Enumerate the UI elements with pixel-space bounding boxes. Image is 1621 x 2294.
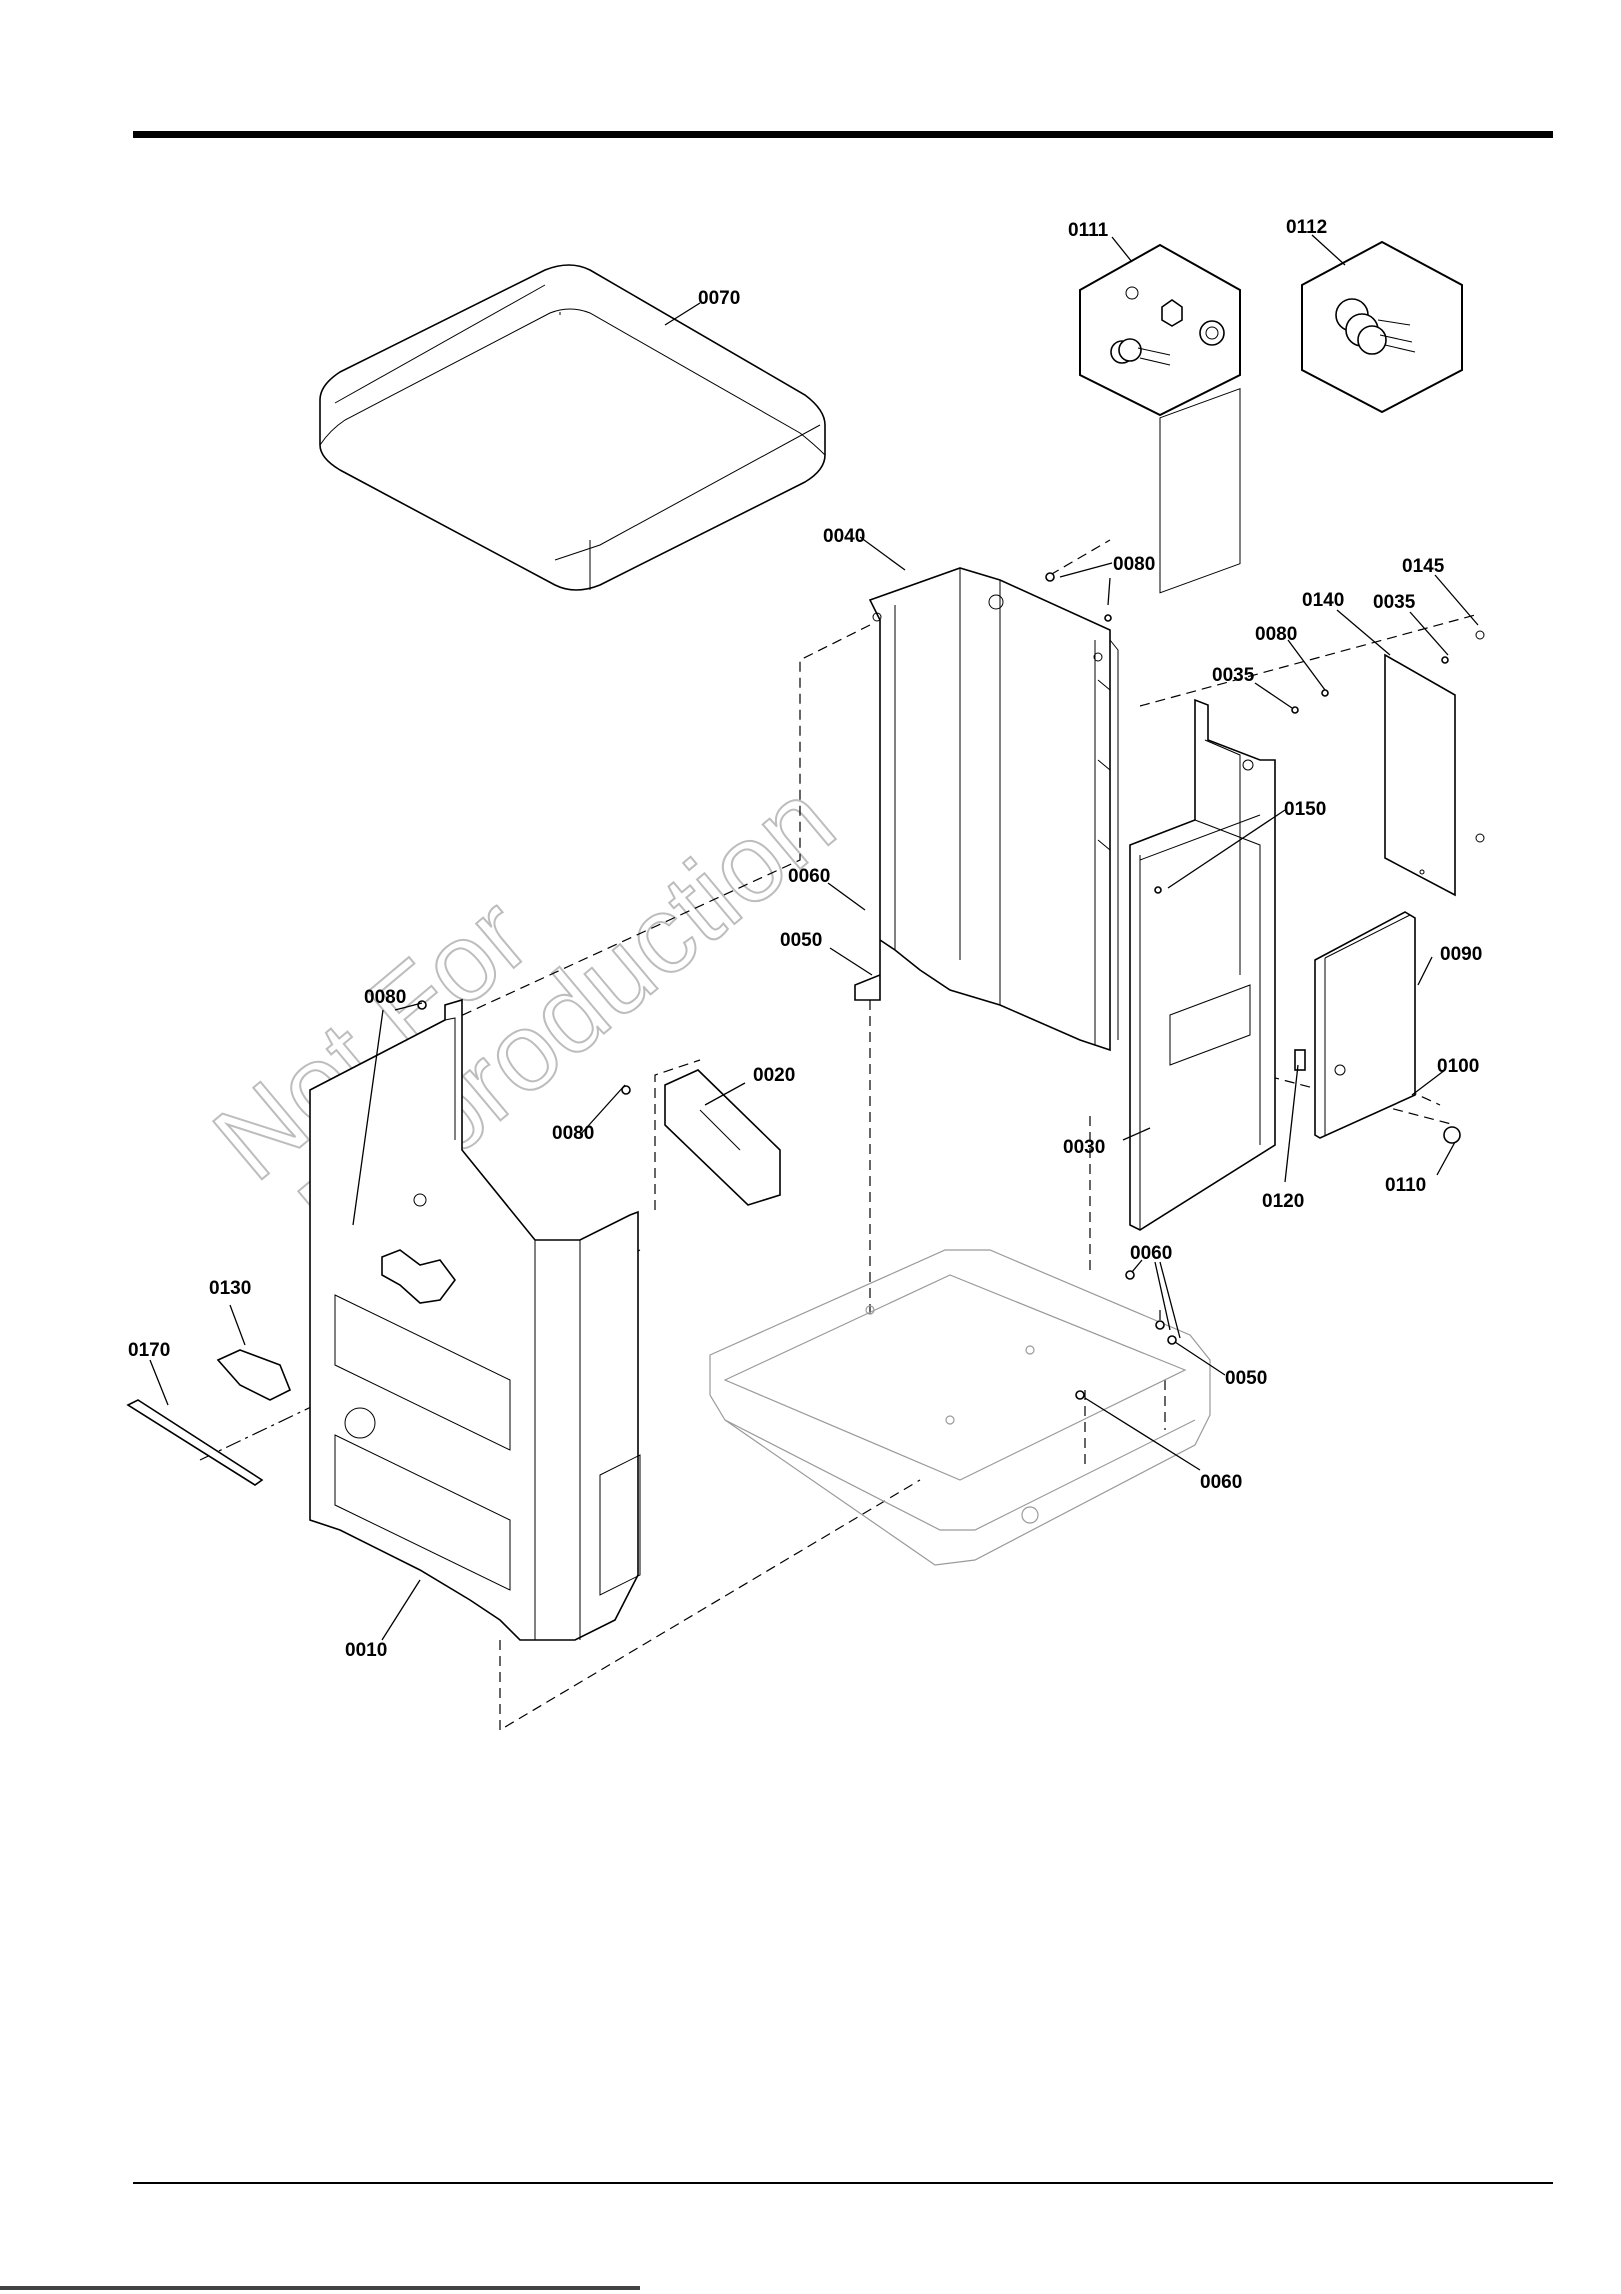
- label-0080-left: 0080: [364, 987, 406, 1008]
- label-0040: 0040: [823, 526, 865, 547]
- label-0145: 0145: [1402, 556, 1445, 577]
- part-trim-strip: [128, 1400, 262, 1485]
- label-0050-base: 0050: [1225, 1368, 1267, 1389]
- label-0050-upper: 0050: [780, 930, 822, 951]
- label-0020: 0020: [753, 1065, 795, 1086]
- label-0060-base-top: 0060: [1130, 1243, 1172, 1264]
- part-side-cover-plate: [1385, 631, 1484, 895]
- label-0010: 0010: [345, 1640, 387, 1661]
- part-access-door: [1295, 912, 1460, 1143]
- part-key-set-hexagon: [1302, 242, 1462, 412]
- part-handle-insert: [218, 1350, 290, 1400]
- label-0120: 0120: [1262, 1191, 1304, 1212]
- label-0150: 0150: [1284, 799, 1326, 820]
- part-front-frame: [1130, 389, 1275, 1230]
- label-0080-top: 0080: [1113, 554, 1155, 575]
- part-lock-kit-hexagon: [1080, 245, 1240, 415]
- label-0060-base-bottom: 0060: [1200, 1472, 1242, 1493]
- part-inner-baffle-plate: [665, 1070, 780, 1205]
- label-0080-mid: 0080: [1255, 624, 1297, 645]
- label-0035-right: 0035: [1373, 592, 1416, 613]
- label-0111: 0111: [1068, 220, 1109, 241]
- label-0060-upper: 0060: [788, 866, 830, 887]
- label-0090: 0090: [1440, 944, 1482, 965]
- label-0112: 0112: [1286, 217, 1327, 238]
- part-lid: [320, 265, 825, 590]
- part-rear-panel: [855, 568, 1118, 1050]
- label-0035-left: 0035: [1212, 665, 1255, 686]
- label-0130: 0130: [209, 1278, 251, 1299]
- label-0070: 0070: [698, 288, 740, 309]
- label-0080-center: 0080: [552, 1123, 594, 1144]
- label-0030: 0030: [1063, 1137, 1105, 1158]
- label-0170: 0170: [128, 1340, 170, 1361]
- part-base-phantom: [710, 1250, 1210, 1565]
- label-0100: 0100: [1437, 1056, 1479, 1077]
- label-0140: 0140: [1302, 590, 1344, 611]
- label-0110: 0110: [1385, 1175, 1426, 1196]
